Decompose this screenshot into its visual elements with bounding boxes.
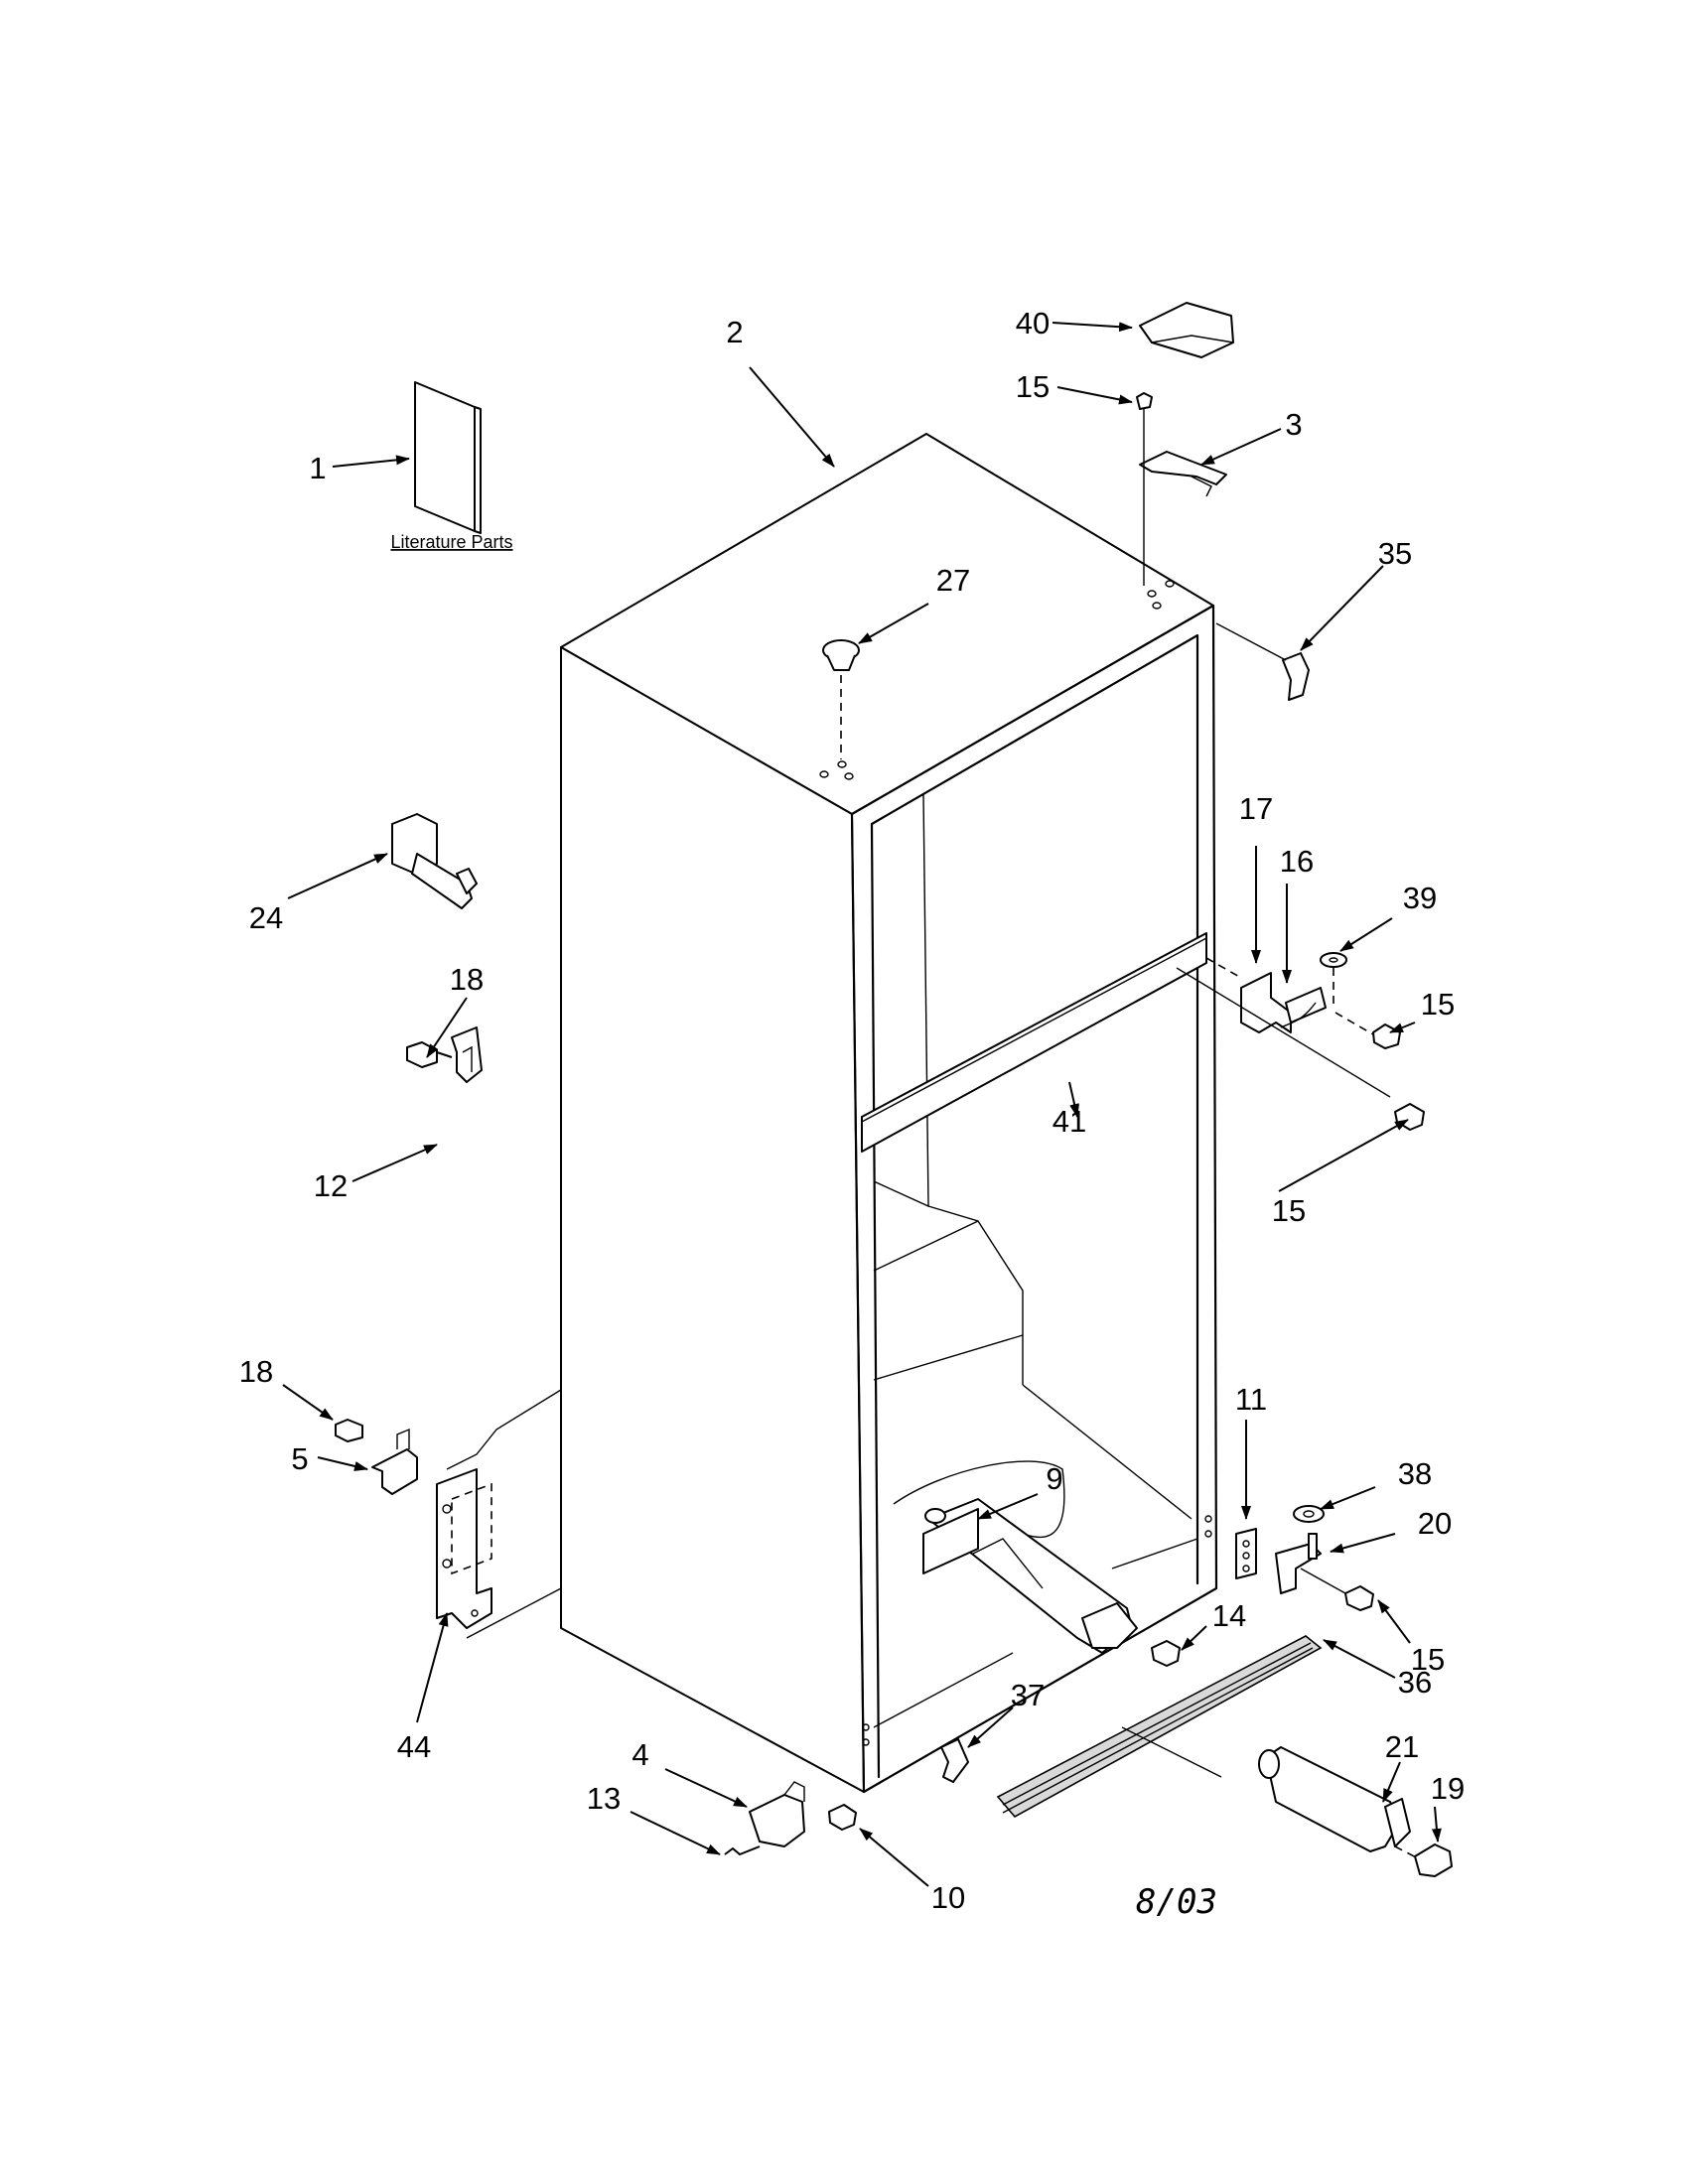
callout-label: 1 [309,451,326,485]
center-hinge-bracket [1176,957,1391,1098]
callout-label: 5 [291,1441,308,1476]
callout-labels: 1 2 40 15 3 35 27 24 17 16 39 15 18 12 4… [239,306,1465,1915]
callout-label: 4 [632,1737,648,1772]
callout-label: 36 [1398,1665,1432,1700]
bottom-left-bracket [335,1419,418,1495]
water-filter-housing [893,1460,1138,1654]
refrigerator-cabinet [446,433,1218,1794]
callout-label: 18 [450,962,484,997]
lower-hinge-assembly [724,1781,857,1855]
callout-label: 39 [1403,881,1437,915]
callout-label: 14 [1212,1598,1246,1633]
callout-label: 9 [1046,1461,1062,1496]
mounting-plate [436,1468,492,1629]
divider-rail [861,932,1207,1153]
top-hinge [1136,392,1227,586]
hinge-clip [1215,622,1310,701]
literature-parts-caption: Literature Parts [390,532,512,552]
filter-mount [1275,1505,1325,1594]
callout-label: 37 [1011,1678,1045,1712]
callout-label: 18 [239,1354,273,1389]
callout-label: 15 [1421,987,1455,1022]
callout-label: 2 [726,315,743,349]
lower-hinge-bracket [406,1026,483,1083]
literature-booklet [414,381,482,534]
callout-label: 41 [1052,1104,1086,1139]
tray-clip [940,1738,969,1783]
water-filter-cartridge [1258,1746,1453,1877]
callout-label: 10 [931,1880,965,1915]
callout-label: 13 [587,1781,621,1816]
filter-tray [996,1635,1323,1819]
hinge-cover [1139,302,1234,358]
callout-label: 11 [1235,1382,1267,1417]
callout-label: 15 [1272,1193,1306,1228]
callout-label: 16 [1280,844,1314,879]
filter-bracket [1235,1528,1257,1579]
filter-screws [1151,1568,1374,1667]
callout-label: 38 [1398,1456,1432,1491]
callout-label: 19 [1431,1771,1465,1806]
callout-label: 27 [936,563,970,598]
callout-label: 44 [397,1729,431,1764]
date-mark: 8/03 [1136,1882,1217,1922]
hinge-pin [391,813,478,909]
callout-label: 15 [1016,369,1050,404]
washer [1320,952,1347,1008]
callout-label: 21 [1385,1729,1419,1764]
callout-label: 20 [1418,1506,1452,1541]
callout-label: 15 [1411,1642,1445,1677]
callout-label: 3 [1285,407,1302,442]
callout-label: 12 [314,1168,348,1203]
callout-label: 24 [249,900,283,935]
callout-arrows [282,322,1442,1887]
callout-label: 40 [1016,306,1050,341]
cabinet-plug [822,639,860,759]
callout-label: 35 [1378,536,1412,571]
callout-label: 17 [1239,791,1273,826]
